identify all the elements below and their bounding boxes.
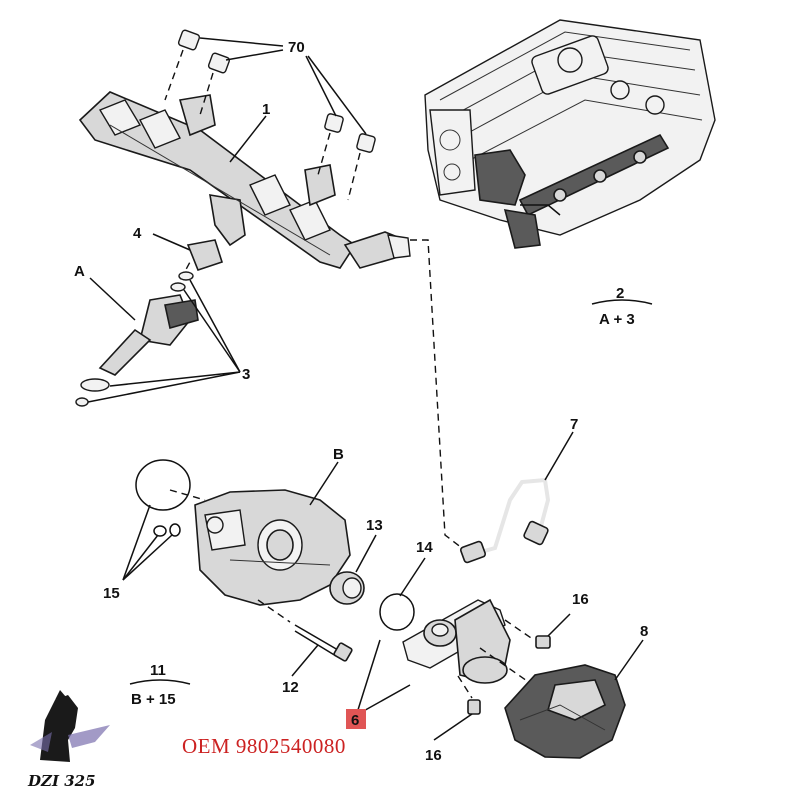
label-b: B <box>333 446 344 463</box>
rail-bolts <box>164 29 376 201</box>
label-6-highlight <box>346 709 366 729</box>
bolt-12 <box>257 599 353 662</box>
hp-pipe-7 <box>459 477 551 564</box>
label-1: 1 <box>262 101 270 118</box>
dzi-horse-logo: DZI 325 <box>27 690 110 790</box>
injector-clamp-4 <box>170 239 224 292</box>
label-11: 11 <box>150 662 166 679</box>
label-4: 4 <box>133 225 142 242</box>
o-ring-15 <box>135 459 206 537</box>
o-ring-14 <box>379 593 415 631</box>
pipe-connection-dash <box>410 239 463 549</box>
leader-lines <box>87 37 653 741</box>
label-3: 3 <box>242 366 250 383</box>
label-6: 6 <box>351 712 359 729</box>
injector-a <box>75 261 199 407</box>
follower-13 <box>329 571 365 605</box>
pump-housing-b <box>194 489 351 606</box>
label-7: 7 <box>570 416 578 433</box>
cover-8 <box>504 664 626 759</box>
label-14: 14 <box>416 539 433 556</box>
label-16-bottom: 16 <box>425 747 442 764</box>
label-13: 13 <box>366 517 383 534</box>
bolt-1 <box>164 29 201 101</box>
label-8: 8 <box>640 623 648 640</box>
label-12: 12 <box>282 679 299 696</box>
fuel-rail <box>78 91 411 269</box>
label-11-sub: B + 15 <box>131 691 176 708</box>
bolts-16 <box>457 619 551 715</box>
logo-text: DZI 325 <box>27 772 96 790</box>
bolt-2 <box>199 52 231 116</box>
bolt-3 <box>317 113 344 176</box>
bolt-4 <box>347 133 376 201</box>
label-16-top: 16 <box>572 591 589 608</box>
label-2: 2 <box>616 285 624 302</box>
label-a: A <box>74 263 85 280</box>
label-15: 15 <box>103 585 120 602</box>
oem-number-text: OEM 9802540080 <box>182 734 346 758</box>
engine-block-illustration <box>424 19 716 249</box>
pump-6 <box>402 598 541 691</box>
label-2-sub: A + 3 <box>599 311 635 328</box>
part-labels: 70 1 4 A 3 2 A + 3 7 B 13 14 15 11 B + 1… <box>74 39 648 764</box>
label-70: 70 <box>288 39 305 56</box>
